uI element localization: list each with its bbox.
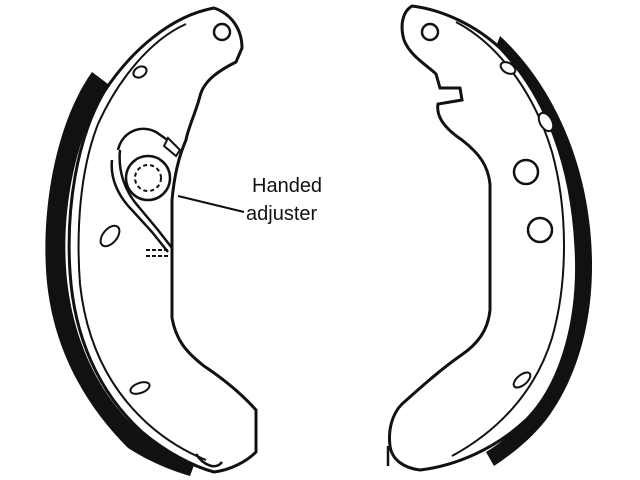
left-brake-shoe bbox=[45, 6, 258, 476]
right-shoe-table bbox=[388, 4, 579, 472]
callout-label-line-1: Handed bbox=[252, 175, 323, 197]
left-slot-hole-2 bbox=[99, 224, 121, 248]
left-bottom-anchor bbox=[194, 453, 223, 468]
adjuster-lever bbox=[162, 136, 182, 158]
right-top-hole bbox=[420, 22, 440, 42]
left-shoe-lining bbox=[45, 72, 197, 476]
left-top-hole bbox=[212, 22, 232, 42]
adjuster-spring bbox=[110, 127, 177, 253]
right-brake-shoe bbox=[386, 4, 593, 472]
adjuster-hook bbox=[146, 249, 170, 257]
right-slot-hole-2 bbox=[537, 111, 555, 133]
left-shoe-rim bbox=[77, 23, 207, 461]
adjuster-wheel-outer bbox=[124, 154, 172, 202]
right-hole-1 bbox=[512, 158, 540, 186]
callout-label-line-2: adjuster bbox=[246, 203, 318, 225]
left-slot-hole-3 bbox=[129, 381, 151, 395]
left-shoe-table bbox=[67, 6, 258, 474]
callout-leader-line bbox=[177, 195, 245, 213]
adjuster-spring-icon bbox=[110, 127, 182, 257]
left-slot-hole-1 bbox=[132, 65, 148, 79]
right-slot-hole-3 bbox=[512, 371, 532, 389]
right-shoe-lining bbox=[486, 36, 593, 466]
adjuster-wheel-inner bbox=[134, 164, 162, 192]
right-slot-hole-1 bbox=[499, 61, 517, 75]
right-hole-2 bbox=[526, 216, 554, 244]
